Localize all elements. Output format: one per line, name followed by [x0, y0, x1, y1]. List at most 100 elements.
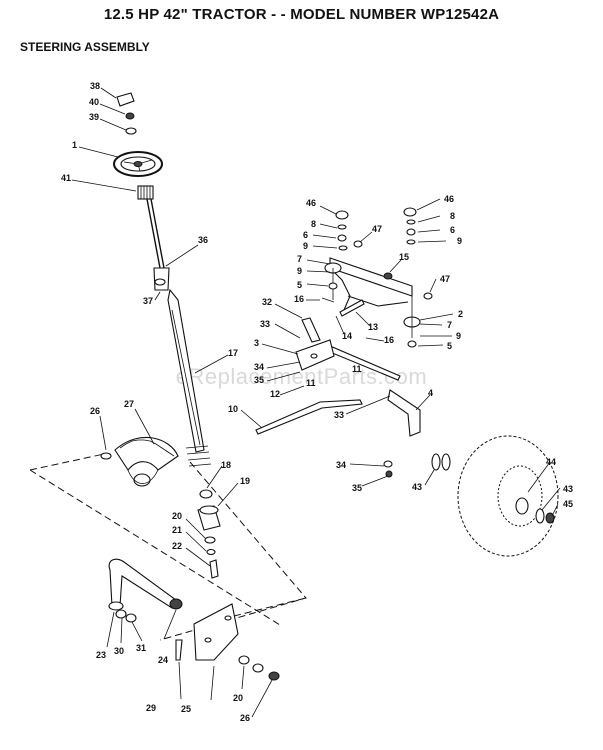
part-label: 47 [440, 274, 450, 284]
part-label: 7 [447, 320, 452, 330]
part-label: 16 [384, 335, 394, 345]
part-label: 30 [114, 646, 124, 656]
part-label: 7 [297, 254, 302, 264]
part-label: 41 [61, 173, 71, 183]
nut-26 [268, 671, 280, 681]
part-label: 46 [306, 198, 316, 208]
part-label: 9 [457, 236, 462, 246]
part-label: 17 [228, 348, 238, 358]
part-label: 11 [352, 364, 362, 374]
part-label: 9 [303, 241, 308, 251]
leader-lines [71, 87, 561, 718]
washer-8-left [337, 224, 347, 230]
part-label: 45 [563, 499, 573, 509]
bolt-22 [209, 559, 219, 579]
washer-8-right [406, 219, 416, 225]
part-label: 46 [444, 194, 454, 204]
nut-40 [125, 112, 135, 120]
fitting-47-left [353, 240, 363, 248]
alignment-dashed-line [29, 453, 307, 641]
part-label: 40 [89, 97, 99, 107]
nut-35-right [385, 470, 393, 478]
part-label: 2 [458, 309, 463, 319]
part-label: 20 [172, 511, 182, 521]
part-label: 12 [270, 389, 280, 399]
part-label: 3 [254, 338, 259, 348]
steering-wheel [113, 151, 163, 177]
bushing-6-right [406, 228, 416, 236]
nut-15 [383, 272, 393, 280]
part-label: 34 [254, 362, 264, 372]
spindle-washers-43 [431, 453, 451, 471]
part-label: 5 [447, 341, 452, 351]
part-label: 26 [240, 713, 250, 723]
bushing-5-left [328, 282, 338, 290]
bracket-25 [193, 603, 239, 661]
washer-34-right [383, 460, 393, 468]
part-label: 18 [221, 460, 231, 470]
section-title: STEERING ASSEMBLY [20, 40, 150, 54]
pin-16-left [321, 297, 335, 303]
part-label: 10 [228, 404, 238, 414]
pinion-gear-19 [197, 505, 221, 531]
fitting-47-right [423, 292, 433, 300]
spindle-4 [387, 389, 421, 437]
part-label: 8 [450, 211, 455, 221]
front-axle [324, 257, 421, 338]
pin-16-right [365, 337, 379, 341]
part-label: 6 [450, 225, 455, 235]
bushing-18 [199, 489, 213, 499]
part-label: 14 [342, 331, 352, 341]
part-label: 36 [198, 235, 208, 245]
part-label: 34 [336, 460, 346, 470]
washer-20b [238, 655, 250, 665]
part-label: 35 [352, 483, 362, 493]
cap-46-left [335, 210, 349, 220]
part-label: 19 [240, 476, 250, 486]
washer-20 [204, 536, 216, 544]
washer-30 [115, 609, 127, 619]
steering-pivot-bar-23 [108, 558, 177, 611]
part-label: 27 [124, 399, 134, 409]
part-label: 6 [303, 230, 308, 240]
part-label: 32 [262, 297, 272, 307]
sector-gear-27 [114, 436, 179, 487]
tie-rod-13 [339, 299, 365, 317]
washer-9-right [406, 239, 416, 245]
nut-24 [169, 598, 183, 610]
part-label: 16 [294, 294, 304, 304]
part-label: 43 [412, 482, 422, 492]
washer-31 [125, 613, 137, 623]
front-wheel-44 [457, 435, 559, 557]
washer-9-left [338, 245, 348, 251]
steering-arm-3 [295, 339, 335, 371]
part-label: 1 [72, 140, 77, 150]
part-label: 44 [546, 457, 556, 467]
part-label: 20 [233, 693, 243, 703]
part-label: 38 [90, 81, 100, 91]
spacer-26 [100, 452, 112, 460]
washer-43-outer [535, 508, 545, 524]
steering-wheel-cap [116, 92, 135, 107]
part-label: 25 [181, 704, 191, 714]
steering-adapter-41 [137, 185, 154, 200]
part-label: 31 [136, 643, 146, 653]
drag-link-32 [301, 317, 321, 343]
part-label: 43 [563, 484, 573, 494]
drag-link-10 [255, 399, 363, 435]
page-title: 12.5 HP 42" TRACTOR - - MODEL NUMBER WP1… [103, 6, 500, 23]
part-label: 9 [456, 331, 461, 341]
part-label: 37 [143, 296, 153, 306]
bushing-5-right [407, 340, 417, 348]
part-label: 33 [260, 319, 270, 329]
steering-shaft [146, 198, 212, 467]
part-label: 47 [372, 224, 382, 234]
part-label: 4 [428, 388, 433, 398]
part-label: 22 [172, 541, 182, 551]
washer-20c [252, 663, 264, 673]
washer-21 [206, 548, 216, 556]
part-label: 23 [96, 650, 106, 660]
part-label: 29 [146, 703, 156, 713]
